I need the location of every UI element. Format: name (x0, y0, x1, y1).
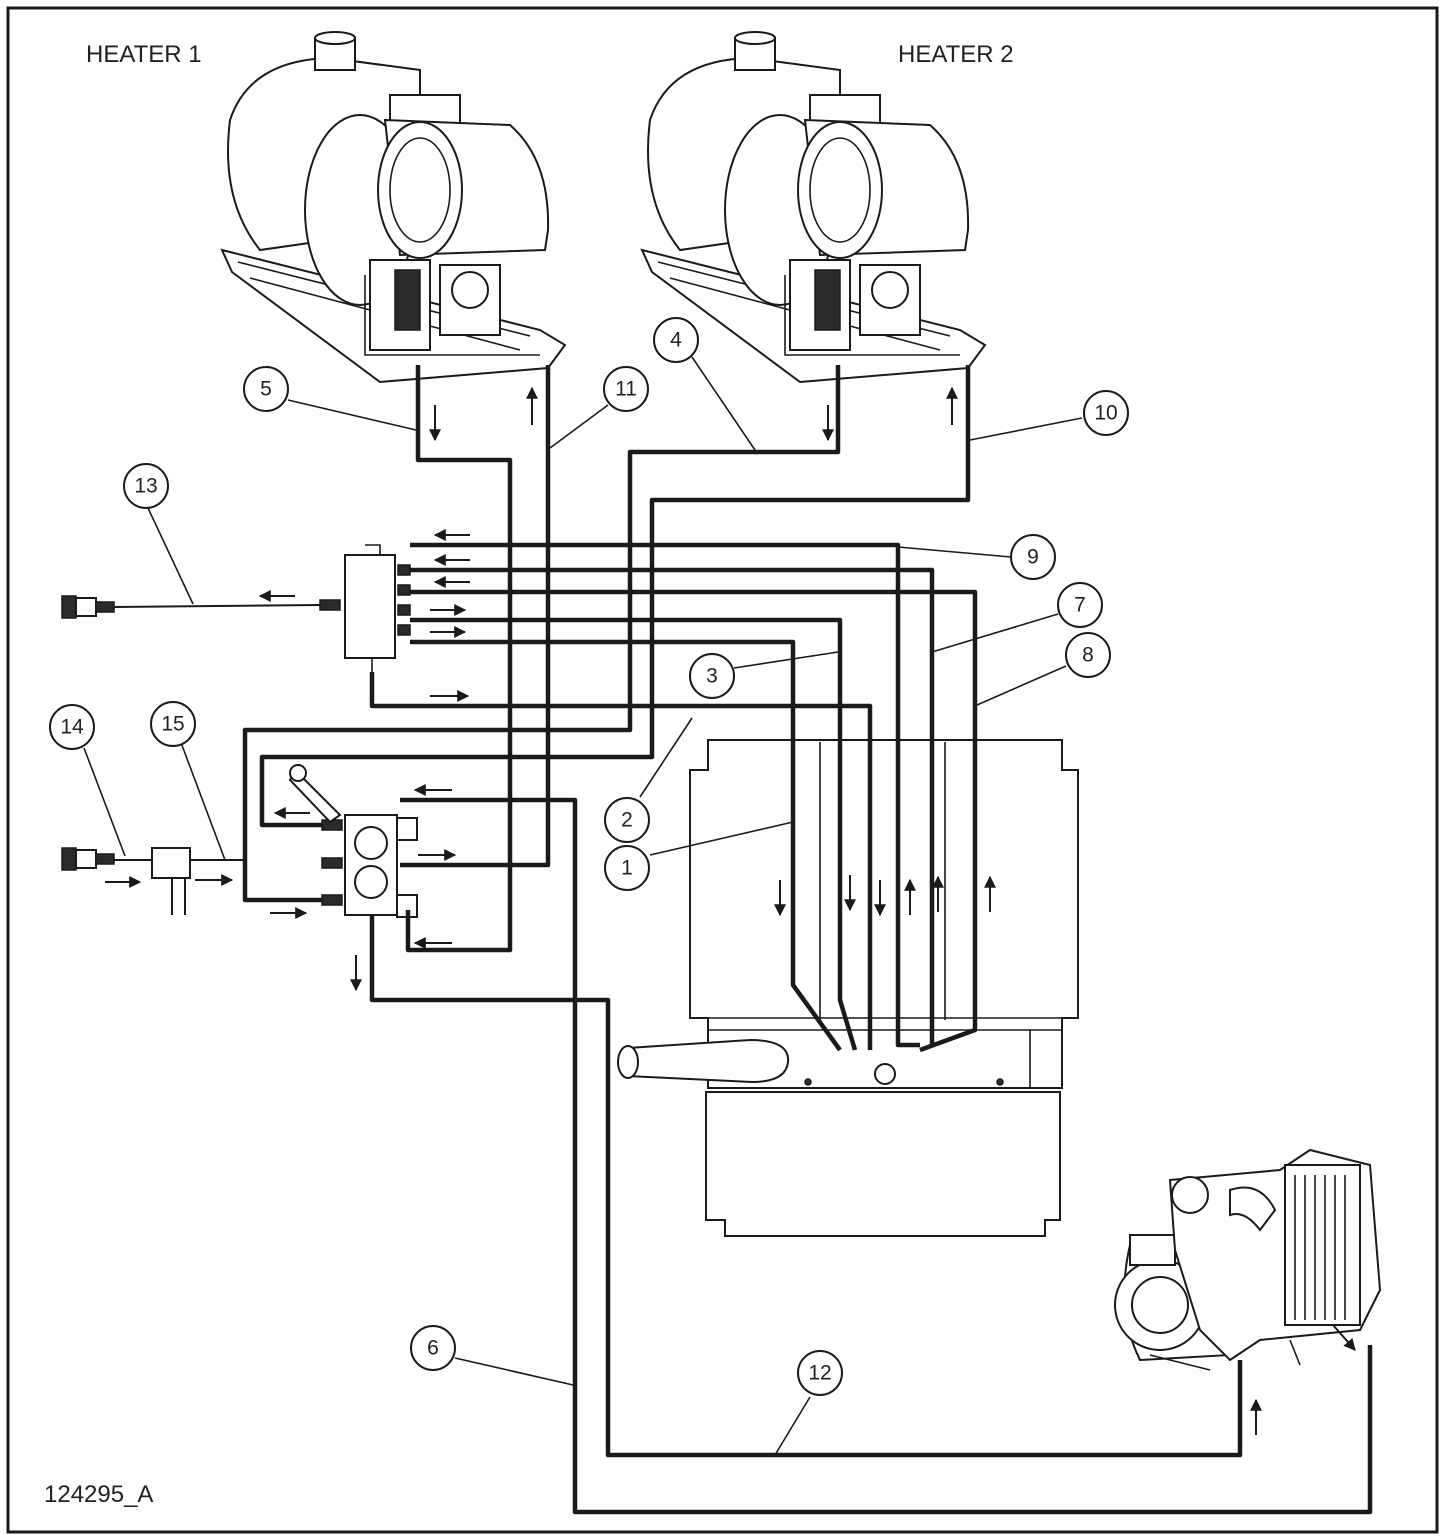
heater-1-unit (220, 31, 567, 384)
callout-15: 15 (150, 701, 196, 747)
svg-text:2: 2 (621, 809, 633, 832)
svg-text:8: 8 (1082, 644, 1094, 667)
callout-4: 4 (653, 317, 699, 363)
heater-2-title: HEATER 2 (898, 41, 1014, 68)
distribution-block (319, 544, 411, 672)
fuel-tank (617, 739, 1079, 1237)
svg-text:3: 3 (706, 665, 718, 688)
svg-text:6: 6 (427, 1337, 439, 1360)
callout-7: 7 (1057, 582, 1103, 628)
callout-2: 2 (604, 797, 650, 843)
svg-text:14: 14 (60, 716, 84, 739)
svg-text:12: 12 (808, 1362, 831, 1385)
svg-text:1: 1 (621, 857, 633, 880)
svg-text:13: 13 (134, 475, 157, 498)
callout-5: 5 (243, 366, 289, 412)
heater-1-title: HEATER 1 (86, 41, 202, 68)
flow-arrows (105, 386, 1356, 1435)
svg-text:5: 5 (260, 378, 272, 401)
connector-13 (61, 595, 321, 619)
svg-text:4: 4 (670, 329, 682, 352)
callout-12: 12 (797, 1350, 843, 1396)
callout-9: 9 (1010, 534, 1056, 580)
valve-block (288, 764, 418, 918)
engine (1114, 1148, 1382, 1371)
drawing-border (6, 6, 1439, 1534)
svg-text:10: 10 (1094, 402, 1117, 425)
callout-6: 6 (410, 1325, 456, 1371)
svg-text:15: 15 (161, 713, 184, 736)
heater-2-unit (640, 31, 987, 384)
callout-3: 3 (689, 653, 735, 699)
callout-14: 14 (49, 704, 95, 750)
callout-bubbles: 1 2 3 4 5 6 7 8 9 10 11 12 13 14 15 (49, 317, 1129, 1396)
connector-14-15 (61, 847, 245, 915)
svg-text:9: 9 (1027, 546, 1039, 569)
hoses (242, 365, 1373, 1515)
callout-10: 10 (1083, 390, 1129, 436)
callout-leaders (83, 356, 1083, 1456)
callout-11: 11 (603, 366, 649, 412)
callout-13: 13 (123, 463, 169, 509)
svg-text:11: 11 (615, 378, 637, 401)
callout-8: 8 (1065, 632, 1111, 678)
svg-text:7: 7 (1074, 594, 1086, 617)
callout-1: 1 (604, 845, 650, 891)
drawing-number: 124295_A (44, 1481, 153, 1508)
